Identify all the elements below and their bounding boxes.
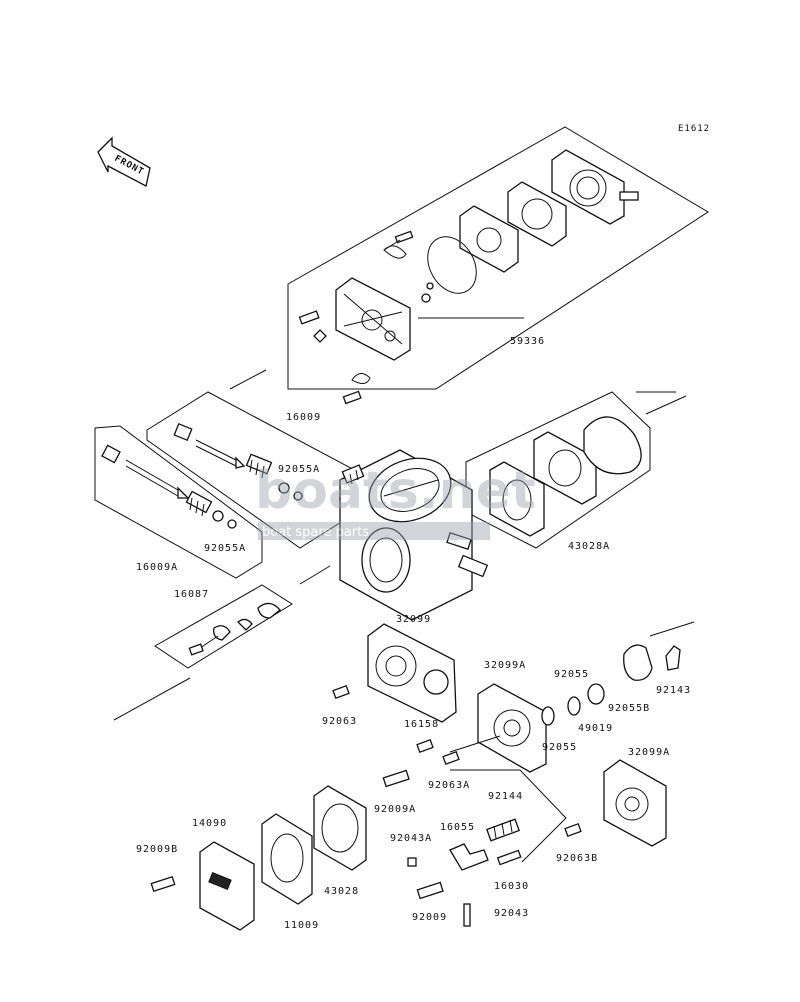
label-92009B: 92009B — [136, 844, 178, 855]
cap-92055B — [623, 644, 653, 681]
cap-49019 — [587, 683, 605, 705]
pump-32099A-right: 32099A 92063B — [556, 747, 670, 864]
idle-screw-part — [101, 444, 190, 499]
label-92063: 92063 — [322, 716, 357, 727]
front-arrow-icon: FRONT — [97, 136, 151, 187]
kit-main-plate — [335, 277, 411, 361]
carburetor-body — [339, 449, 489, 621]
spring-92144 — [486, 818, 520, 842]
label-16087: 16087 — [174, 589, 209, 600]
label-16055: 16055 — [440, 822, 475, 833]
pin-92043 — [463, 903, 471, 927]
kit-gasket-1 — [507, 181, 567, 247]
pump-cover-part — [551, 149, 639, 225]
label-92055A-top: 92055A — [278, 464, 320, 475]
diagram-code: E1612 — [678, 124, 710, 134]
washer-16009 — [278, 482, 290, 494]
o-ring-92055-lower — [541, 706, 555, 726]
parts-92055B-92143: 92055B 92143 — [608, 621, 695, 714]
spring-16009 — [245, 453, 273, 479]
screw-92009A: 92009A — [374, 769, 416, 815]
pump-32099A-mid: 32099A 16158 92063A — [404, 660, 547, 791]
lever-part — [188, 602, 281, 656]
kit-16009A-group: 92055A 16009A — [94, 425, 263, 579]
label-92055-lower: 92055 — [542, 742, 577, 753]
diaphragm-43028: 43028 — [313, 785, 367, 897]
kit-screws — [298, 282, 434, 405]
label-59336: 59336 — [510, 336, 545, 347]
gasket-11009: 11009 — [261, 813, 319, 931]
screw-92009 — [416, 881, 444, 900]
label-16030: 16030 — [494, 881, 529, 892]
lever-16055 — [449, 843, 489, 871]
spring-16009A — [185, 490, 213, 517]
cover-14090: 14090 92009B — [136, 818, 255, 931]
needle-assembly: 92144 92043A 16055 16030 92009 92043 — [390, 769, 567, 927]
label-92009A: 92009A — [374, 804, 416, 815]
kit-16087-group: 16087 — [154, 565, 331, 669]
kit-59336-group: 59336 — [229, 126, 709, 405]
clip-92143 — [665, 645, 681, 671]
o-ring-92055 — [567, 696, 581, 716]
kit-43028A-group: 43028A — [465, 391, 687, 552]
pin-92043A — [407, 857, 417, 867]
pump-32099: 32099 92063 — [113, 614, 457, 727]
label-92055: 92055 — [554, 669, 589, 680]
label-92143: 92143 — [656, 685, 691, 696]
washer-16009A — [212, 510, 224, 522]
gasket-43028A-1 — [489, 461, 545, 537]
watermark: boats.net boat spare parts — [255, 461, 536, 540]
gasket-43028A-2 — [533, 431, 597, 505]
diaphragm-43028A — [583, 416, 642, 475]
label-32099: 32099 — [396, 614, 431, 625]
watermark-brand: boats.net — [255, 461, 536, 521]
label-92055A-bottom: 92055A — [204, 543, 246, 554]
label-16158: 16158 — [404, 719, 439, 730]
label-32099A-mid: 32099A — [484, 660, 526, 671]
rings-group: 92055 49019 92055 — [541, 669, 613, 753]
o-ring-92055A-bottom — [227, 519, 237, 529]
label-92063B: 92063B — [556, 853, 598, 864]
label-92043A: 92043A — [390, 833, 432, 844]
label-92144: 92144 — [488, 791, 523, 802]
label-16009: 16009 — [286, 412, 321, 423]
label-43028: 43028 — [324, 886, 359, 897]
label-92063A: 92063A — [428, 780, 470, 791]
label-14090: 14090 — [192, 818, 227, 829]
label-11009: 11009 — [284, 920, 319, 931]
label-16009A: 16009A — [136, 562, 178, 573]
o-ring-92055A-top — [293, 491, 303, 501]
kit-o-ring-large — [427, 236, 477, 294]
label-43028A: 43028A — [568, 541, 610, 552]
needle-16030 — [496, 849, 522, 866]
label-92009: 92009 — [412, 912, 447, 923]
label-49019: 49019 — [578, 723, 613, 734]
pilot-screw-part — [173, 422, 246, 469]
label-32099A-right: 32099A — [628, 747, 670, 758]
label-92043: 92043 — [494, 908, 529, 919]
watermark-tagline: boat spare parts — [262, 525, 369, 540]
kit-16009-group: 16009 92055A — [146, 391, 393, 549]
label-92055B: 92055B — [608, 703, 650, 714]
kit-diaphragm — [459, 205, 519, 273]
